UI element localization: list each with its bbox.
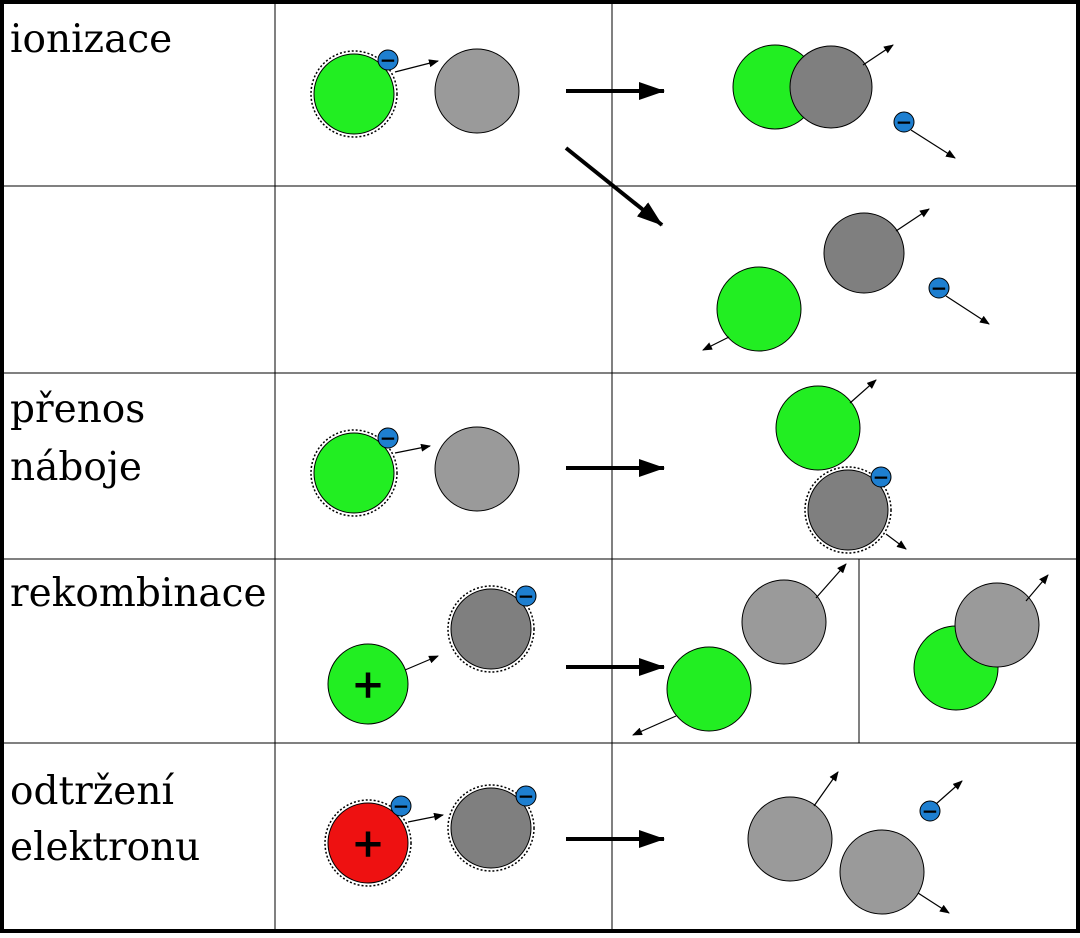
velocity-arrow [815, 563, 847, 599]
recombination-after-merged [913, 574, 1049, 711]
electron-cloud-ring [804, 466, 892, 554]
label-charge-transfer-line1: přenos [10, 387, 145, 432]
electron-icon [893, 111, 915, 133]
electron-icon [377, 49, 399, 71]
label-recombination: rekombinace [10, 571, 267, 616]
green-atom [313, 53, 395, 135]
electron-cloud-ring [310, 429, 398, 517]
green-atom [313, 432, 395, 514]
velocity-arrow [862, 44, 894, 66]
gray-atom [954, 582, 1040, 668]
plus-sign: + [351, 820, 385, 867]
velocity-arrow [935, 780, 963, 805]
gray-atom [434, 48, 520, 134]
electron-sign: − [393, 794, 410, 818]
velocity-arrow [394, 59, 439, 73]
electron-icon [919, 800, 941, 822]
gray-atom [823, 212, 905, 294]
recombination-after-separated [632, 563, 847, 736]
detachment-after: − [747, 771, 963, 915]
gray-atom [434, 426, 520, 512]
electron-sign: − [873, 465, 890, 489]
green-atom [666, 646, 752, 732]
label-ionization: ionizace [10, 17, 172, 62]
electron-cloud-ring [447, 585, 535, 673]
electron-icon [928, 277, 950, 299]
electron-sign: − [518, 784, 535, 808]
electron-cloud-ring [324, 799, 412, 887]
recombination-before: + − [327, 584, 537, 725]
detachment-before: + − − [324, 784, 537, 887]
electron-sign: − [380, 48, 397, 72]
velocity-arrow [910, 129, 956, 159]
label-detachment-line2: elektronu [10, 825, 200, 870]
gray-atom [839, 829, 925, 915]
velocity-arrow [885, 533, 907, 550]
velocity-arrow [1025, 574, 1049, 602]
green-atom [716, 266, 802, 352]
row-labels: ionizace přenos náboje rekombinace odtrž… [10, 17, 267, 870]
ionization-after-separated: − [702, 208, 990, 352]
electron-icon [515, 785, 537, 807]
velocity-arrow [895, 208, 930, 232]
velocity-arrow [849, 379, 877, 404]
velocity-arrow [632, 715, 677, 736]
gray-atom [789, 45, 873, 129]
plus-sign: + [351, 661, 385, 708]
velocity-arrow [394, 443, 431, 454]
positive-ion [327, 643, 409, 725]
gray-atom [747, 796, 833, 882]
electron-sign: − [518, 584, 535, 608]
gray-atom [450, 588, 532, 670]
electron-icon [515, 585, 537, 607]
velocity-arrow [945, 295, 990, 325]
velocity-arrow [917, 892, 950, 914]
label-detachment-line1: odtržení [10, 769, 175, 814]
charge-transfer-before: − [310, 426, 520, 517]
red-ion [327, 802, 409, 884]
electron-sign: − [380, 426, 397, 450]
electron-icon [390, 795, 412, 817]
electron-sign: − [922, 799, 939, 823]
electron-icon [377, 427, 399, 449]
velocity-arrow [813, 771, 839, 807]
ionization-after-merged: − [732, 44, 956, 159]
process-arrow-alternative [564, 146, 664, 227]
charge-transfer-after: − [775, 379, 907, 554]
electron-icon [870, 466, 892, 488]
electron-cloud-ring [310, 50, 398, 138]
ionization-before: − [310, 48, 520, 138]
green-atom [775, 385, 861, 471]
electron-sign: − [931, 276, 948, 300]
electron-sign: − [896, 110, 913, 134]
velocity-arrow [407, 812, 444, 823]
gray-atom [450, 787, 532, 869]
velocity-arrow [404, 655, 439, 671]
velocity-arrow [702, 336, 730, 351]
electron-cloud-ring [447, 784, 535, 872]
gray-atom [807, 469, 889, 551]
gray-atom [741, 579, 827, 665]
label-charge-transfer-line2: náboje [10, 445, 142, 490]
